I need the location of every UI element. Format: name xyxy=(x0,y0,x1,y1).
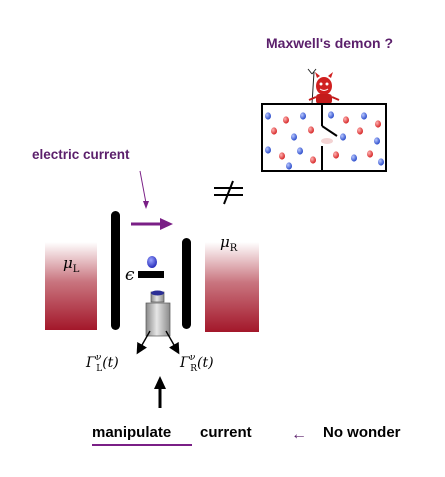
arrow-right-rate xyxy=(165,330,180,355)
red-particle xyxy=(310,156,316,164)
demon-icon xyxy=(307,68,340,105)
label-pointer-arrow xyxy=(139,170,147,204)
red-particle xyxy=(283,116,289,124)
gray-cylinder xyxy=(145,290,171,337)
red-particle xyxy=(333,151,339,159)
not-equal-sign xyxy=(214,180,243,205)
trapdoor xyxy=(321,125,338,137)
blue-particle xyxy=(374,137,380,145)
blue-particle xyxy=(300,112,306,120)
no-wonder-label: No wonder xyxy=(323,424,401,441)
arrow-left-rate xyxy=(136,330,151,355)
epsilon-label: ϵ xyxy=(125,265,135,285)
left-barrier xyxy=(111,211,120,330)
manipulate-label: manipulate xyxy=(92,424,171,441)
blue-particle xyxy=(378,158,384,166)
blue-particle xyxy=(286,162,292,170)
current-direction-arrow xyxy=(131,218,173,230)
blue-particle xyxy=(265,146,271,154)
red-particle xyxy=(375,120,381,128)
mu-right-label: μR xyxy=(220,233,238,254)
current-label: current xyxy=(200,424,252,441)
red-particle xyxy=(279,152,285,160)
mu-left-label: μL xyxy=(63,254,80,275)
electric-current-label: electric current xyxy=(32,147,130,162)
red-particle xyxy=(308,126,314,134)
blue-particle xyxy=(340,133,346,141)
red-particle xyxy=(271,127,277,135)
left-reservoir xyxy=(45,242,97,330)
blue-particle xyxy=(328,111,334,119)
blue-particle xyxy=(291,133,297,141)
blue-particle xyxy=(265,112,271,120)
blue-particle xyxy=(361,112,367,120)
electron-dot xyxy=(147,256,157,268)
gas-particles xyxy=(265,111,384,170)
red-particle xyxy=(367,150,373,158)
maxwell-box xyxy=(261,103,387,172)
dot-level xyxy=(138,271,164,278)
manipulate-up-arrow xyxy=(154,376,166,408)
blue-particle xyxy=(351,154,357,162)
maxwell-demon-title: Maxwell's demon ? xyxy=(266,35,393,51)
left-arrow-icon: ← xyxy=(291,426,307,443)
blue-particle xyxy=(297,147,303,155)
red-particle xyxy=(357,127,363,135)
right-barrier xyxy=(182,238,191,329)
right-reservoir xyxy=(205,242,259,332)
red-particle xyxy=(343,116,349,124)
